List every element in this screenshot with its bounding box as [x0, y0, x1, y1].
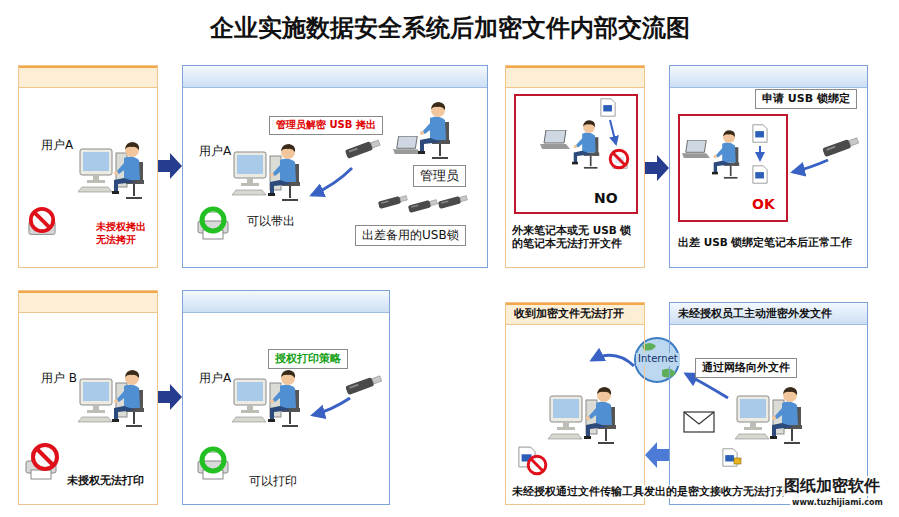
callout-text: 出差备用的USB锁: [362, 228, 459, 243]
status-note: 可以打印: [249, 474, 297, 489]
watermark-url: www.tuzhijiami.com: [790, 498, 885, 508]
callout-box: 授权打印策略: [268, 349, 348, 369]
frame-box: NO: [514, 94, 638, 214]
watermark: 图纸加密软件: [782, 476, 882, 496]
flow-arrow: [158, 153, 182, 179]
callout-text: 管理员解密 USB 拷出: [276, 119, 376, 132]
scene-panel: 收到加密文件无法打开: [505, 302, 645, 505]
flow-arrow: [158, 384, 182, 410]
status-note: 未授权拷出 无法拷开: [96, 221, 156, 246]
panel-header-band: [670, 66, 867, 88]
user-label: 用户A: [199, 371, 231, 386]
panel-header-band: [183, 291, 389, 313]
header-text: 收到加密文件无法打开: [514, 307, 624, 321]
result-mark: OK: [752, 196, 775, 214]
scene-caption: 外来笔记本或无 USB 锁的笔记本无法打开文件: [512, 224, 640, 250]
callout-box: 管理员解密 USB 拷出: [269, 116, 383, 135]
status-note: 可以带出: [247, 214, 295, 229]
callout-text: 授权打印策略: [275, 352, 341, 366]
scene-caption: 出差 USB 锁绑定笔记本后正常工作: [678, 236, 863, 249]
diagram-title: 企业实施数据安全系统后加密文件内部交流图: [0, 12, 899, 44]
scene-panel: 用户A 未授权拷出 无法拷开: [18, 65, 158, 268]
user-label: 用户A: [199, 144, 231, 159]
panel-header-band: [19, 291, 157, 313]
scene-panel: 未经授权员工主动泄密外发文件通过网络向外文件: [669, 302, 868, 505]
callout-text: 申请 USB 锁绑定: [762, 92, 850, 106]
role-box: 管理员: [413, 165, 466, 187]
scene-panel: 用户 B 未授权无法打印: [18, 290, 158, 505]
scene-panel: 外来笔记本或无 USB 锁的笔记本无法打开文件 NO: [505, 65, 645, 268]
callout-text: 通过网络向外文件: [702, 361, 790, 375]
panel-header-band: [19, 66, 157, 88]
network-label: Internet: [636, 353, 680, 366]
result-mark: NO: [594, 190, 618, 208]
frame-box: OK: [678, 114, 788, 222]
flow-arrow: [645, 442, 669, 468]
callout-box: 出差备用的USB锁: [355, 225, 466, 246]
scene-caption: 未经授权通过文件传输工具发出的是密文接收方无法打开: [510, 485, 789, 498]
scene-panel: 用户A 可以打印 授权打印策略: [182, 290, 390, 505]
status-note: 未授权无法打印: [67, 474, 144, 488]
scene-panel: 用户A 可以带出 管理员解密 USB 拷出管理员出差备用的USB锁: [182, 65, 488, 268]
callout-box: 申请 USB 锁绑定: [755, 89, 857, 109]
callout-box: 通过网络向外文件: [695, 358, 797, 378]
user-label: 用户A: [41, 138, 73, 153]
scene-panel: 出差 USB 锁绑定笔记本后正常工作 OK 申请 USB 锁绑定: [669, 65, 868, 268]
user-label: 用户 B: [41, 371, 77, 386]
panel-header-band: [183, 66, 487, 88]
role-label: 管理员: [420, 168, 459, 184]
flow-arrow: [645, 155, 669, 181]
panel-header-band: [506, 66, 644, 88]
header-text: 未经授权员工主动泄密外发文件: [678, 307, 832, 321]
